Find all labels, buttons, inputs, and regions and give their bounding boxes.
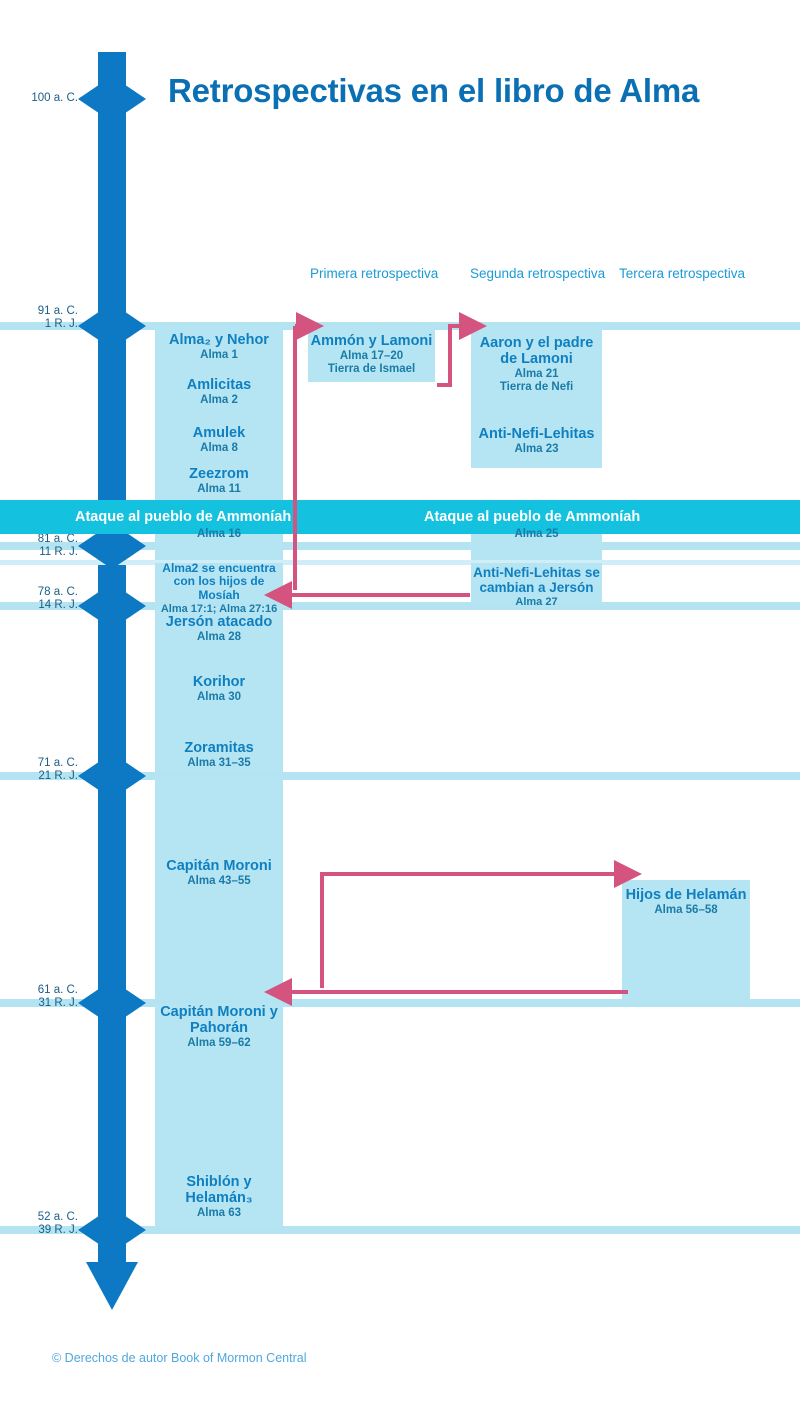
entry-zoramitas: Zoramitas Alma 31–35	[184, 740, 254, 770]
entry-anti-nefi-lehitas: Anti-Nefi-Lehitas Alma 23	[478, 426, 595, 456]
panel-main-alma1-11	[155, 326, 283, 508]
timeline-node-61bc	[78, 980, 146, 1026]
panel-flashback1-ammon	[308, 326, 435, 382]
arrow-primera-retrospectiva	[293, 312, 324, 590]
entry-jerson-atacado: Jersón atacado Alma 28	[165, 614, 273, 644]
banner-ref-left: Alma 16	[196, 528, 242, 540]
date-reign: 11 R. J.	[39, 546, 78, 558]
timeline-node-100bc	[78, 76, 146, 122]
arrow-tercera-retrospectiva	[320, 860, 642, 988]
timeline-spine	[98, 52, 126, 1267]
entry-hijos-helaman: Hijos de Helamán Alma 56–58	[625, 887, 747, 917]
entry-amlicitas: Amlicitas Alma 2	[186, 377, 252, 407]
date-year: 71 a. C.	[37, 757, 78, 769]
timeline-node-91bc	[78, 303, 146, 349]
entry-anti-nefi-lehitas-jerson: Anti-Nefi-Lehitas se cambian a Jersón Al…	[473, 565, 600, 609]
entry-aaron-padre-lamoni: Aaron y el padre de Lamoni Alma 21 Tierr…	[479, 335, 594, 394]
date-reign: 21 R. J.	[38, 770, 78, 782]
page-title: Retrospectivas en el libro de Alma	[168, 72, 700, 109]
banner-label-left: Ataque al pueblo de Ammoníah	[75, 509, 292, 525]
date-label-78bc: 78 a. C. 14 R. J.	[0, 586, 78, 612]
date-reign: 1 R. J.	[44, 318, 78, 330]
entry-amulek: Amulek Alma 8	[192, 425, 246, 455]
date-year: 91 a. C.	[37, 305, 78, 317]
date-reign: 31 R. J.	[38, 997, 78, 1009]
timeline-node-52bc	[78, 1207, 146, 1253]
column-header-tercera: Tercera retrospectiva	[619, 266, 746, 281]
date-label-61bc: 61 a. C. 31 R. J.	[0, 984, 78, 1010]
date-label-71bc: 71 a. C. 21 R. J.	[0, 757, 78, 783]
panel-flashback2-jerson	[471, 563, 602, 602]
timeline-node-71bc	[78, 753, 146, 799]
date-label-52bc: 52 a. C. 39 R. J.	[0, 1211, 78, 1237]
entry-moroni-pahoran: Capitán Moroni y Pahorán Alma 59–62	[160, 1004, 278, 1050]
era-rule-71bc	[0, 772, 800, 780]
panel-main-mosiah	[155, 563, 283, 602]
entry-mosiah-sons: Alma2 se encuentra con los hijos de Mosí…	[160, 561, 278, 616]
entry-ammon-lamoni: Ammón y Lamoni Alma 17–20 Tierra de Isma…	[310, 333, 433, 376]
entry-alma-nehor: Alma₂ y Nehor Alma 1	[169, 332, 269, 362]
date-label-91bc: 91 a. C. 1 R. J.	[0, 305, 78, 331]
date-year: 52 a. C.	[37, 1211, 78, 1223]
panel-main-alma28-35	[155, 606, 283, 772]
date-year: 81 a. C.	[37, 533, 78, 545]
date-reign: 14 R. J.	[38, 599, 78, 611]
banner-ataque-ammoniah: Ataque al pueblo de Ammoníah Ataque al p…	[0, 500, 800, 534]
banner-label-right: Ataque al pueblo de Ammoníah	[424, 509, 641, 525]
date-year: 78 a. C.	[37, 586, 78, 598]
timeline-node-78bc	[78, 583, 146, 629]
panel-flashback3-helaman	[622, 880, 750, 999]
panel-main-pahoran	[155, 1003, 283, 1226]
column-header-segunda: Segunda retrospectiva	[470, 266, 606, 281]
entry-korihor: Korihor Alma 30	[192, 674, 246, 704]
copyright-footer: © Derechos de autor Book of Mormon Centr…	[52, 1351, 307, 1365]
date-label-100bc: 100 a. C.	[0, 92, 78, 105]
panel-flashback2-alma25-ref	[471, 542, 602, 560]
arrow-segunda-retrospectiva	[437, 312, 487, 387]
entry-zeezrom: Zeezrom Alma 11	[189, 466, 249, 496]
timeline-arrowhead-icon	[86, 1262, 138, 1310]
era-rule-81bc	[0, 542, 800, 550]
era-rule-52bc	[0, 1226, 800, 1234]
panel-flashback2-aaron	[471, 326, 602, 468]
entry-capitan-moroni: Capitán Moroni Alma 43–55	[166, 858, 272, 888]
column-header-primera: Primera retrospectiva	[310, 266, 439, 281]
date-year: 61 a. C.	[37, 984, 78, 996]
era-rule-81bc-thin	[0, 560, 800, 565]
panel-main-moroni	[155, 776, 283, 999]
date-label-81bc: 81 a. C. 11 R. J.	[0, 533, 78, 559]
banner-ref-right: Alma 25	[514, 528, 559, 540]
era-rule-61bc	[0, 999, 800, 1007]
panel-main-alma16-ref	[155, 542, 283, 560]
entry-shiblon-helaman: Shiblón y Helamán₃ Alma 63	[185, 1174, 253, 1220]
date-reign: 39 R. J.	[38, 1224, 78, 1236]
era-rule-78bc	[0, 602, 800, 610]
date-year: 100 a. C.	[31, 92, 78, 104]
